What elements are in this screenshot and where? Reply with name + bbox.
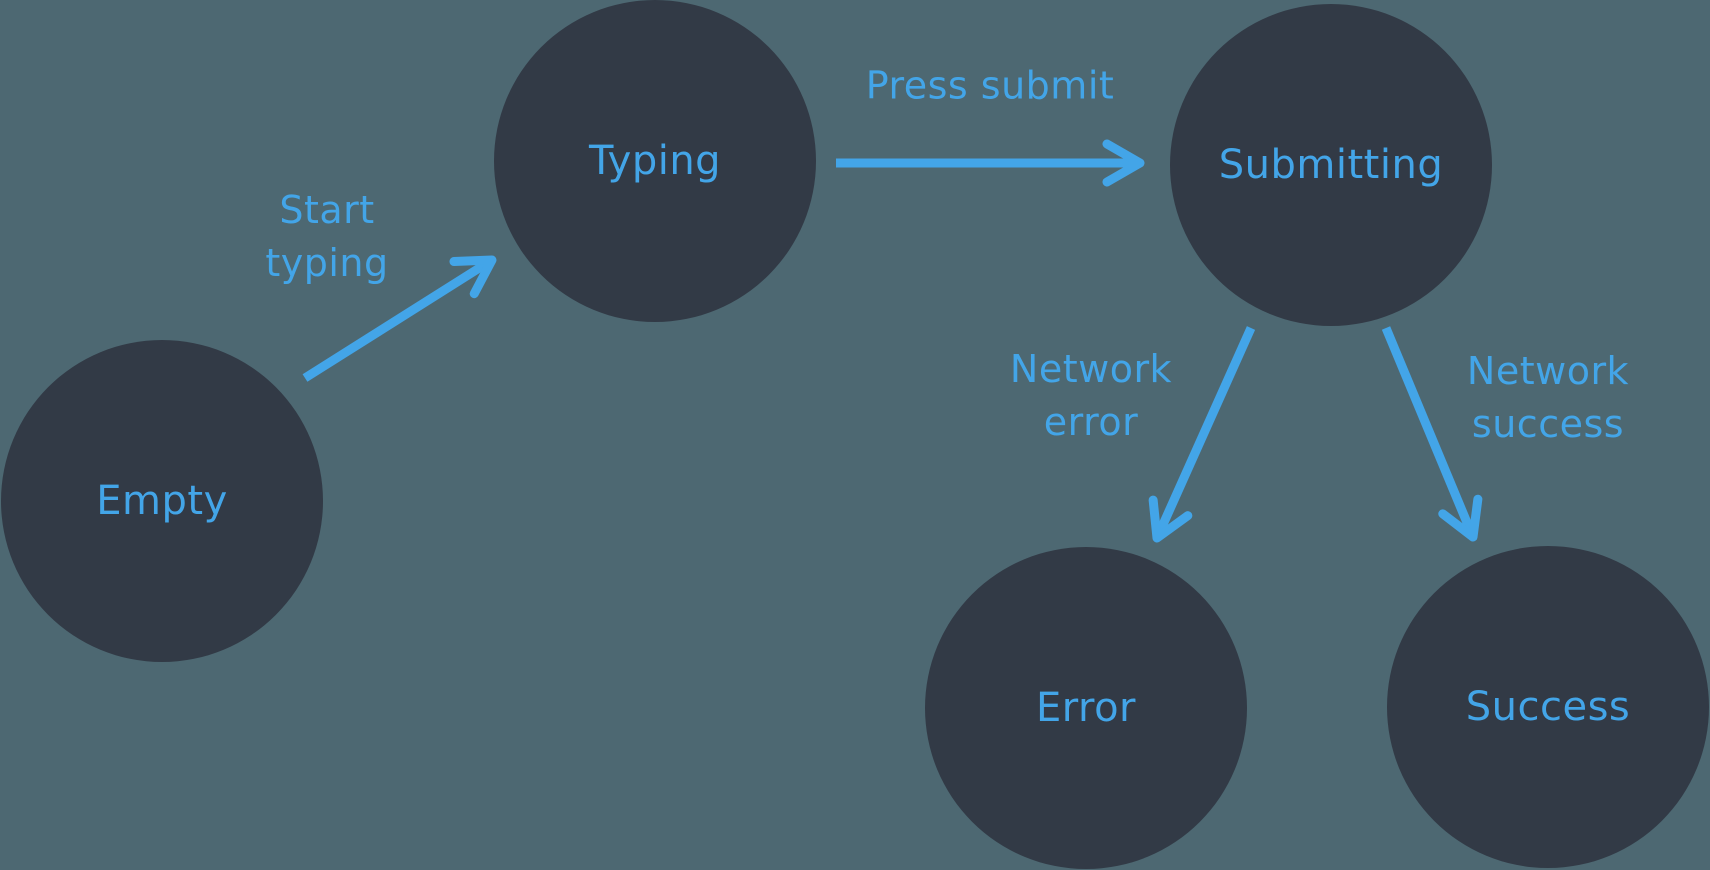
- state-node-empty: Empty: [1, 340, 323, 662]
- state-label-typing: Typing: [588, 138, 722, 184]
- state-label-empty: Empty: [96, 478, 228, 524]
- edge-empty-to-typing-arrow: [302, 255, 497, 382]
- edge-label-network-success: Network success: [1466, 349, 1630, 446]
- state-node-typing: Typing: [494, 0, 816, 322]
- edge-submitting-to-success-arrow: [1381, 326, 1483, 542]
- edge-label-network-error: Network error: [1009, 347, 1173, 444]
- state-label-submitting: Submitting: [1218, 142, 1444, 188]
- edge-label-start-typing: Start typing: [265, 188, 389, 285]
- state-node-submitting: Submitting: [1170, 4, 1492, 326]
- state-node-success: Success: [1387, 546, 1709, 868]
- state-node-error: Error: [925, 547, 1247, 869]
- edge-label-press-submit: Press submit: [865, 63, 1115, 108]
- state-label-success: Success: [1465, 684, 1631, 730]
- state-label-error: Error: [1036, 685, 1136, 731]
- edge-submitting-to-error-arrow: [1148, 326, 1256, 543]
